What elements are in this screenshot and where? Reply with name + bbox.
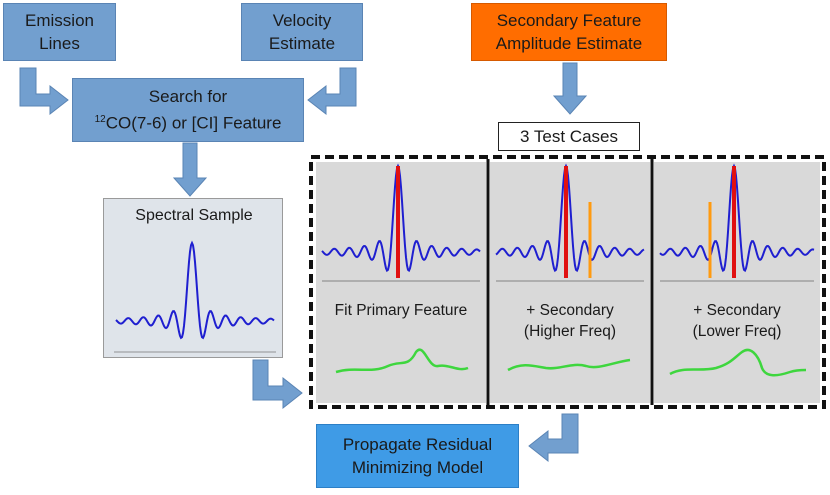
test-case-3-line1: + Secondary bbox=[693, 302, 781, 319]
test-cases-frame bbox=[309, 155, 826, 409]
test-case-2-panel: + Secondary (Higher Freq) bbox=[490, 162, 650, 403]
test-case-3-line2: (Lower Freq) bbox=[692, 323, 782, 340]
secondary-line2: Amplitude Estimate bbox=[495, 34, 643, 53]
test-case-3-signal bbox=[659, 163, 815, 273]
test-case-2-label: + Secondary (Higher Freq) bbox=[490, 300, 650, 342]
test-case-1-signal bbox=[321, 163, 481, 273]
test-case-1-panel: Fit Primary Feature bbox=[316, 162, 486, 403]
emission-lines-line1: Emission bbox=[25, 11, 94, 30]
residual-2 bbox=[507, 358, 631, 372]
secondary-line1: Secondary Feature bbox=[496, 11, 642, 30]
arrow-sample-to-tests bbox=[252, 359, 303, 410]
velocity-line1: Velocity bbox=[272, 11, 332, 30]
arrow-search-down bbox=[172, 142, 208, 197]
test-case-3-plot bbox=[659, 163, 815, 377]
test-case-2-plot bbox=[495, 163, 645, 372]
spectral-sample-plot bbox=[114, 240, 276, 353]
test-case-1-line1: Fit Primary Feature bbox=[334, 302, 468, 319]
propagate-model-box: Propagate Residual Minimizing Model bbox=[316, 424, 519, 488]
arrow-secondary-down bbox=[552, 62, 588, 115]
residual-3 bbox=[669, 348, 807, 377]
search-line2-text: CO(7-6) or [CI] Feature bbox=[105, 113, 282, 133]
secondary-amplitude-box: Secondary Feature Amplitude Estimate bbox=[471, 3, 667, 61]
arrow-tests-to-propagate bbox=[528, 413, 579, 463]
propagate-line2: Minimizing Model bbox=[351, 458, 484, 477]
residual-1 bbox=[335, 348, 469, 374]
arrow-emission-to-search bbox=[19, 67, 69, 116]
test-case-2-line1: + Secondary bbox=[526, 302, 614, 319]
test-case-3-label: + Secondary (Lower Freq) bbox=[654, 300, 820, 342]
propagate-line1: Propagate Residual bbox=[342, 435, 493, 454]
test-cases-label: 3 Test Cases bbox=[520, 127, 618, 146]
test-case-2-signal bbox=[495, 163, 645, 273]
test-case-3-panel: + Secondary (Lower Freq) bbox=[654, 162, 820, 403]
spectral-sample-signal bbox=[115, 240, 275, 340]
search-feature-box: Search for 12CO(7-6) or [CI] Feature bbox=[72, 78, 304, 142]
spectral-sample-title: Spectral Sample bbox=[135, 207, 253, 224]
arrow-velocity-to-search bbox=[307, 67, 357, 116]
test-case-2-line2: (Higher Freq) bbox=[523, 323, 617, 340]
isotope-superscript: 12 bbox=[94, 114, 106, 126]
emission-lines-line2: Lines bbox=[39, 34, 80, 53]
spectral-sample-panel: Spectral Sample bbox=[103, 198, 283, 358]
test-case-1-label: Fit Primary Feature bbox=[316, 300, 486, 321]
velocity-estimate-box: Velocity Estimate bbox=[241, 3, 363, 61]
search-line1: Search for bbox=[148, 87, 228, 107]
test-cases-label-box: 3 Test Cases bbox=[498, 122, 640, 151]
velocity-line2: Estimate bbox=[268, 34, 336, 53]
emission-lines-box: Emission Lines bbox=[3, 3, 116, 61]
search-line2: 12CO(7-6) or [CI] Feature bbox=[95, 108, 282, 135]
test-case-1-plot bbox=[321, 163, 481, 374]
